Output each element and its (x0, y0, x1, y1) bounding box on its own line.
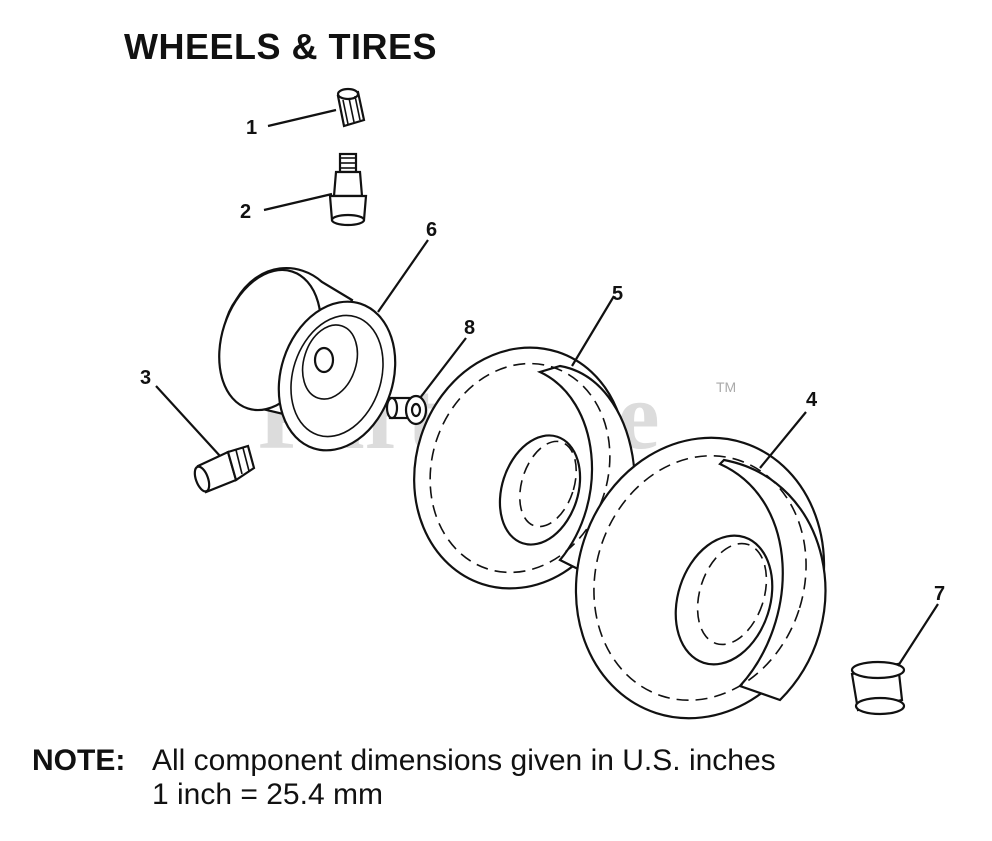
callout-2: 2 (240, 201, 251, 223)
part-bolt[interactable] (192, 444, 256, 494)
part-valve-stem[interactable] (328, 152, 368, 227)
leader-line-7 (897, 603, 939, 667)
callout-1: 1 (246, 117, 257, 139)
callout-5: 5 (612, 283, 623, 305)
note-line-2: 1 inch = 25.4 mm (152, 778, 383, 811)
watermark-tm: TM (716, 379, 736, 395)
part-valve-cap[interactable] (336, 87, 366, 128)
part-wheel-rim[interactable] (202, 257, 414, 466)
leader-line-2 (263, 192, 333, 212)
leader-line-8 (419, 337, 467, 399)
part-hub-cap[interactable] (850, 660, 906, 716)
note-label: NOTE: (32, 744, 126, 777)
callout-8: 8 (464, 317, 475, 339)
leader-line-1 (267, 108, 337, 128)
callout-7: 7 (934, 583, 945, 605)
part-bushing[interactable] (385, 394, 428, 426)
leader-line-4 (759, 411, 807, 469)
callout-3: 3 (140, 367, 151, 389)
note-line-1: All component dimensions given in U.S. i… (152, 744, 776, 777)
part-tire-rear[interactable] (540, 405, 860, 751)
page-title: WHEELS & TIRES (124, 26, 438, 67)
leader-line-5 (571, 295, 615, 367)
leader-line-6 (377, 239, 429, 313)
leader-line-3 (155, 385, 221, 457)
callout-6: 6 (426, 219, 437, 241)
dimension-note: NOTE: All component dimensions given in U… (32, 744, 776, 812)
callout-4: 4 (806, 389, 818, 411)
